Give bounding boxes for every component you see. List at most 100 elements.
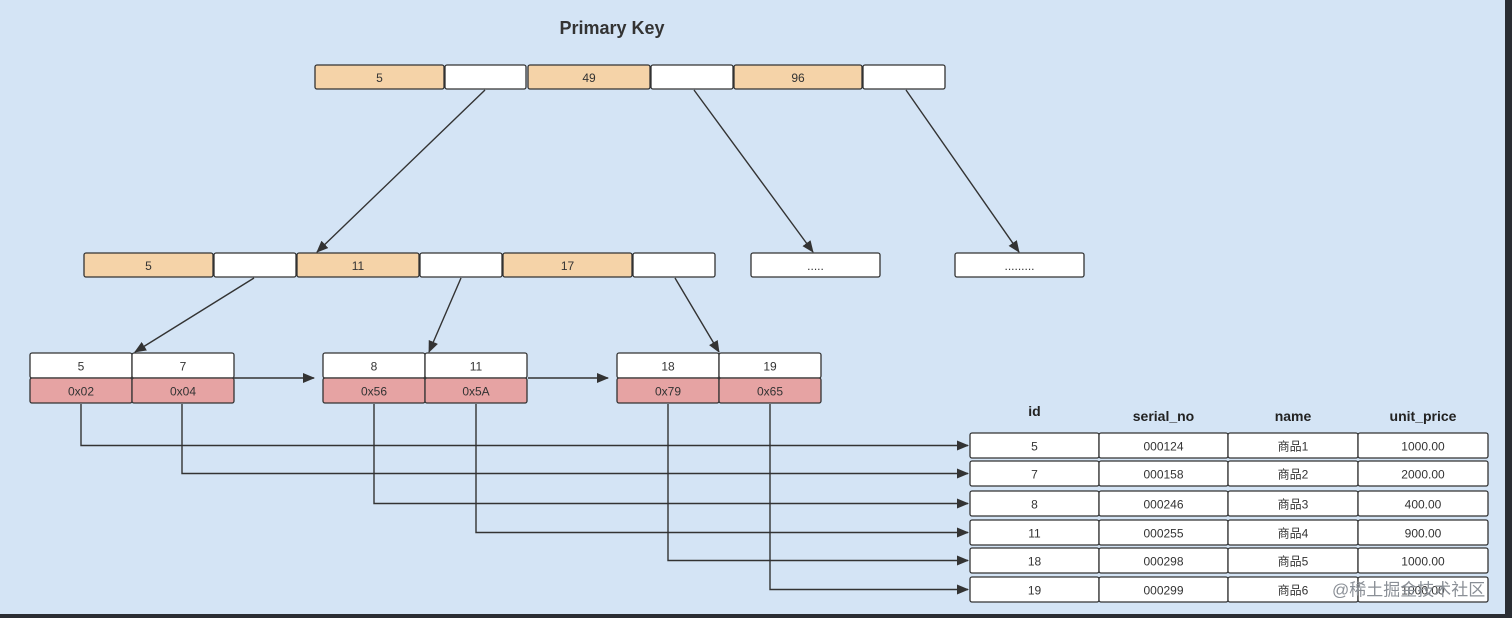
leaf-1-pointer-1: 0x5A	[424, 377, 528, 404]
placeholder-node-1-label: .........	[1004, 259, 1034, 273]
table-row: 19 000299 商品6 1000.00	[969, 576, 1489, 603]
table-cell-r2-c3-box	[1357, 490, 1489, 517]
table-cell-r0-c3: 1000.00	[1357, 432, 1489, 459]
internal-key-2-label: 17	[561, 259, 575, 273]
placeholder-node-1-box	[954, 252, 1085, 278]
table-cell-r5-c1: 000299	[1098, 576, 1229, 603]
internal-pointer-0-box	[213, 252, 297, 278]
table-cell-r4-c3: 1000.00	[1357, 547, 1489, 574]
table-cell-r1-c1: 000158	[1098, 460, 1229, 487]
internal-pointer-2-box	[632, 252, 716, 278]
root-pointer-1-box	[650, 64, 734, 90]
table-row: 7 000158 商品2 2000.00	[969, 460, 1489, 487]
edge-pointer-to-row-5	[769, 404, 969, 595]
internal-key-2: 17	[502, 252, 633, 278]
edge-pointer-to-row-4	[667, 404, 969, 566]
placeholder-node-0-label: .....	[807, 259, 824, 273]
leaf-0-key-1-label: 7	[180, 360, 187, 374]
leaf-1-key-0: 8	[322, 352, 426, 379]
internal-pointer-0	[213, 252, 297, 278]
table-header-name: name	[1275, 408, 1312, 424]
leaf-1-pointer-1-box	[424, 377, 528, 404]
table-cell-r3-c1-label: 000255	[1143, 527, 1183, 541]
table-cell-r0-c3-label: 1000.00	[1401, 440, 1445, 454]
table-cell-r1-c3-label: 2000.00	[1401, 468, 1445, 482]
leaf-1-pointer-1-label: 0x5A	[462, 385, 489, 399]
leaf-0-pointer-0-label: 0x02	[68, 385, 94, 399]
table-cell-r2-c0: 8	[969, 490, 1100, 517]
edge-root-to-placeholder-1	[905, 89, 1020, 253]
diagram-title: Primary Key	[559, 18, 664, 38]
table-cell-r1-c2-label: 商品2	[1278, 467, 1309, 482]
leaf-node-0: 5 7 0x02 0x04	[29, 352, 235, 404]
internal-key-0-label: 5	[145, 259, 152, 273]
table-cell-r0-c1: 000124	[1098, 432, 1229, 459]
leaf-1-key-0-label: 8	[371, 360, 378, 374]
table-cell-r5-c0-label: 19	[1028, 584, 1042, 598]
table-cell-r1-c0-label: 7	[1031, 468, 1038, 482]
edge-root-to-internal	[316, 89, 486, 253]
table-cell-r0-c0: 5	[969, 432, 1100, 459]
leaf-2-pointer-0-label: 0x79	[655, 385, 681, 399]
table-header-serial-no: serial_no	[1133, 408, 1194, 424]
edge-internal-to-leaf-1	[428, 277, 462, 353]
table-cell-r1-c1-label: 000158	[1143, 468, 1183, 482]
root-key-1-label: 49	[582, 71, 596, 85]
table-cell-r2-c1: 000246	[1098, 490, 1229, 517]
table-cell-r4-c1-label: 000298	[1143, 555, 1183, 569]
table-cell-r4-c1: 000298	[1098, 547, 1229, 574]
root-pointer-2-box	[862, 64, 946, 90]
internal-key-1-label: 11	[352, 259, 365, 273]
root-pointer-2	[862, 64, 946, 90]
leaf-2-key-1-label: 19	[763, 360, 777, 374]
root-pointer-0-box	[444, 64, 527, 90]
internal-node: 5 11 17	[83, 252, 716, 278]
table-cell-r4-c3-label: 1000.00	[1401, 555, 1445, 569]
edge-internal-to-leaf-0	[134, 277, 255, 353]
table-cell-r3-c1: 000255	[1098, 519, 1229, 546]
leaf-2-key-1: 19	[718, 352, 822, 379]
table-cell-r3-c3-label: 900.00	[1405, 527, 1442, 541]
root-key-0-label: 5	[376, 71, 383, 85]
leaf-2-pointer-1: 0x65	[718, 377, 822, 404]
leaf-0-key-1: 7	[131, 352, 235, 379]
edge-pointer-to-row-2	[373, 404, 969, 509]
internal-pointer-1	[419, 252, 503, 278]
window-edge-right	[1505, 0, 1512, 618]
root-node: 5 49 96	[314, 64, 946, 90]
table-cell-r5-c0: 19	[969, 576, 1100, 603]
edge-internal-to-leaf-2	[674, 277, 720, 353]
internal-key-0-box	[83, 252, 214, 278]
table-cell-r2-c0-label: 8	[1031, 498, 1038, 512]
internal-key-2-box	[502, 252, 633, 278]
table-cell-r2-c2-label: 商品3	[1278, 497, 1309, 512]
table-cell-r5-c1-label: 000299	[1143, 584, 1183, 598]
internal-key-1: 11	[296, 252, 420, 278]
root-pointer-1	[650, 64, 734, 90]
internal-pointer-1-box	[419, 252, 503, 278]
leaf-2-pointer-1-label: 0x65	[757, 385, 783, 399]
table-cell-r4-c3-box	[1357, 547, 1489, 574]
leaf-0-key-0-label: 5	[78, 360, 85, 374]
internal-key-0: 5	[83, 252, 214, 278]
table-cell-r0-c3-box	[1357, 432, 1489, 459]
placeholder-nodes: ..............	[750, 252, 1085, 278]
root-key-1: 49	[527, 64, 651, 90]
leaf-0-pointer-1-label: 0x04	[170, 385, 196, 399]
table-cell-r1-c2: 商品2	[1227, 460, 1359, 487]
edge-pointer-to-row-0	[80, 404, 969, 451]
table-cell-r5-c3-label: 1000.00	[1401, 584, 1445, 598]
table-cell-r5-c2: 商品6	[1227, 576, 1359, 603]
root-key-2: 96	[733, 64, 863, 90]
table-cell-r2-c2: 商品3	[1227, 490, 1359, 517]
table-cell-r0-c0-label: 5	[1031, 440, 1038, 454]
table-row: 8 000246 商品3 400.00	[969, 490, 1489, 517]
leaf-1-key-1-label: 11	[470, 360, 483, 374]
table-cell-r3-c2-label: 商品4	[1278, 526, 1309, 541]
table-cell-r2-c3-label: 400.00	[1405, 498, 1442, 512]
